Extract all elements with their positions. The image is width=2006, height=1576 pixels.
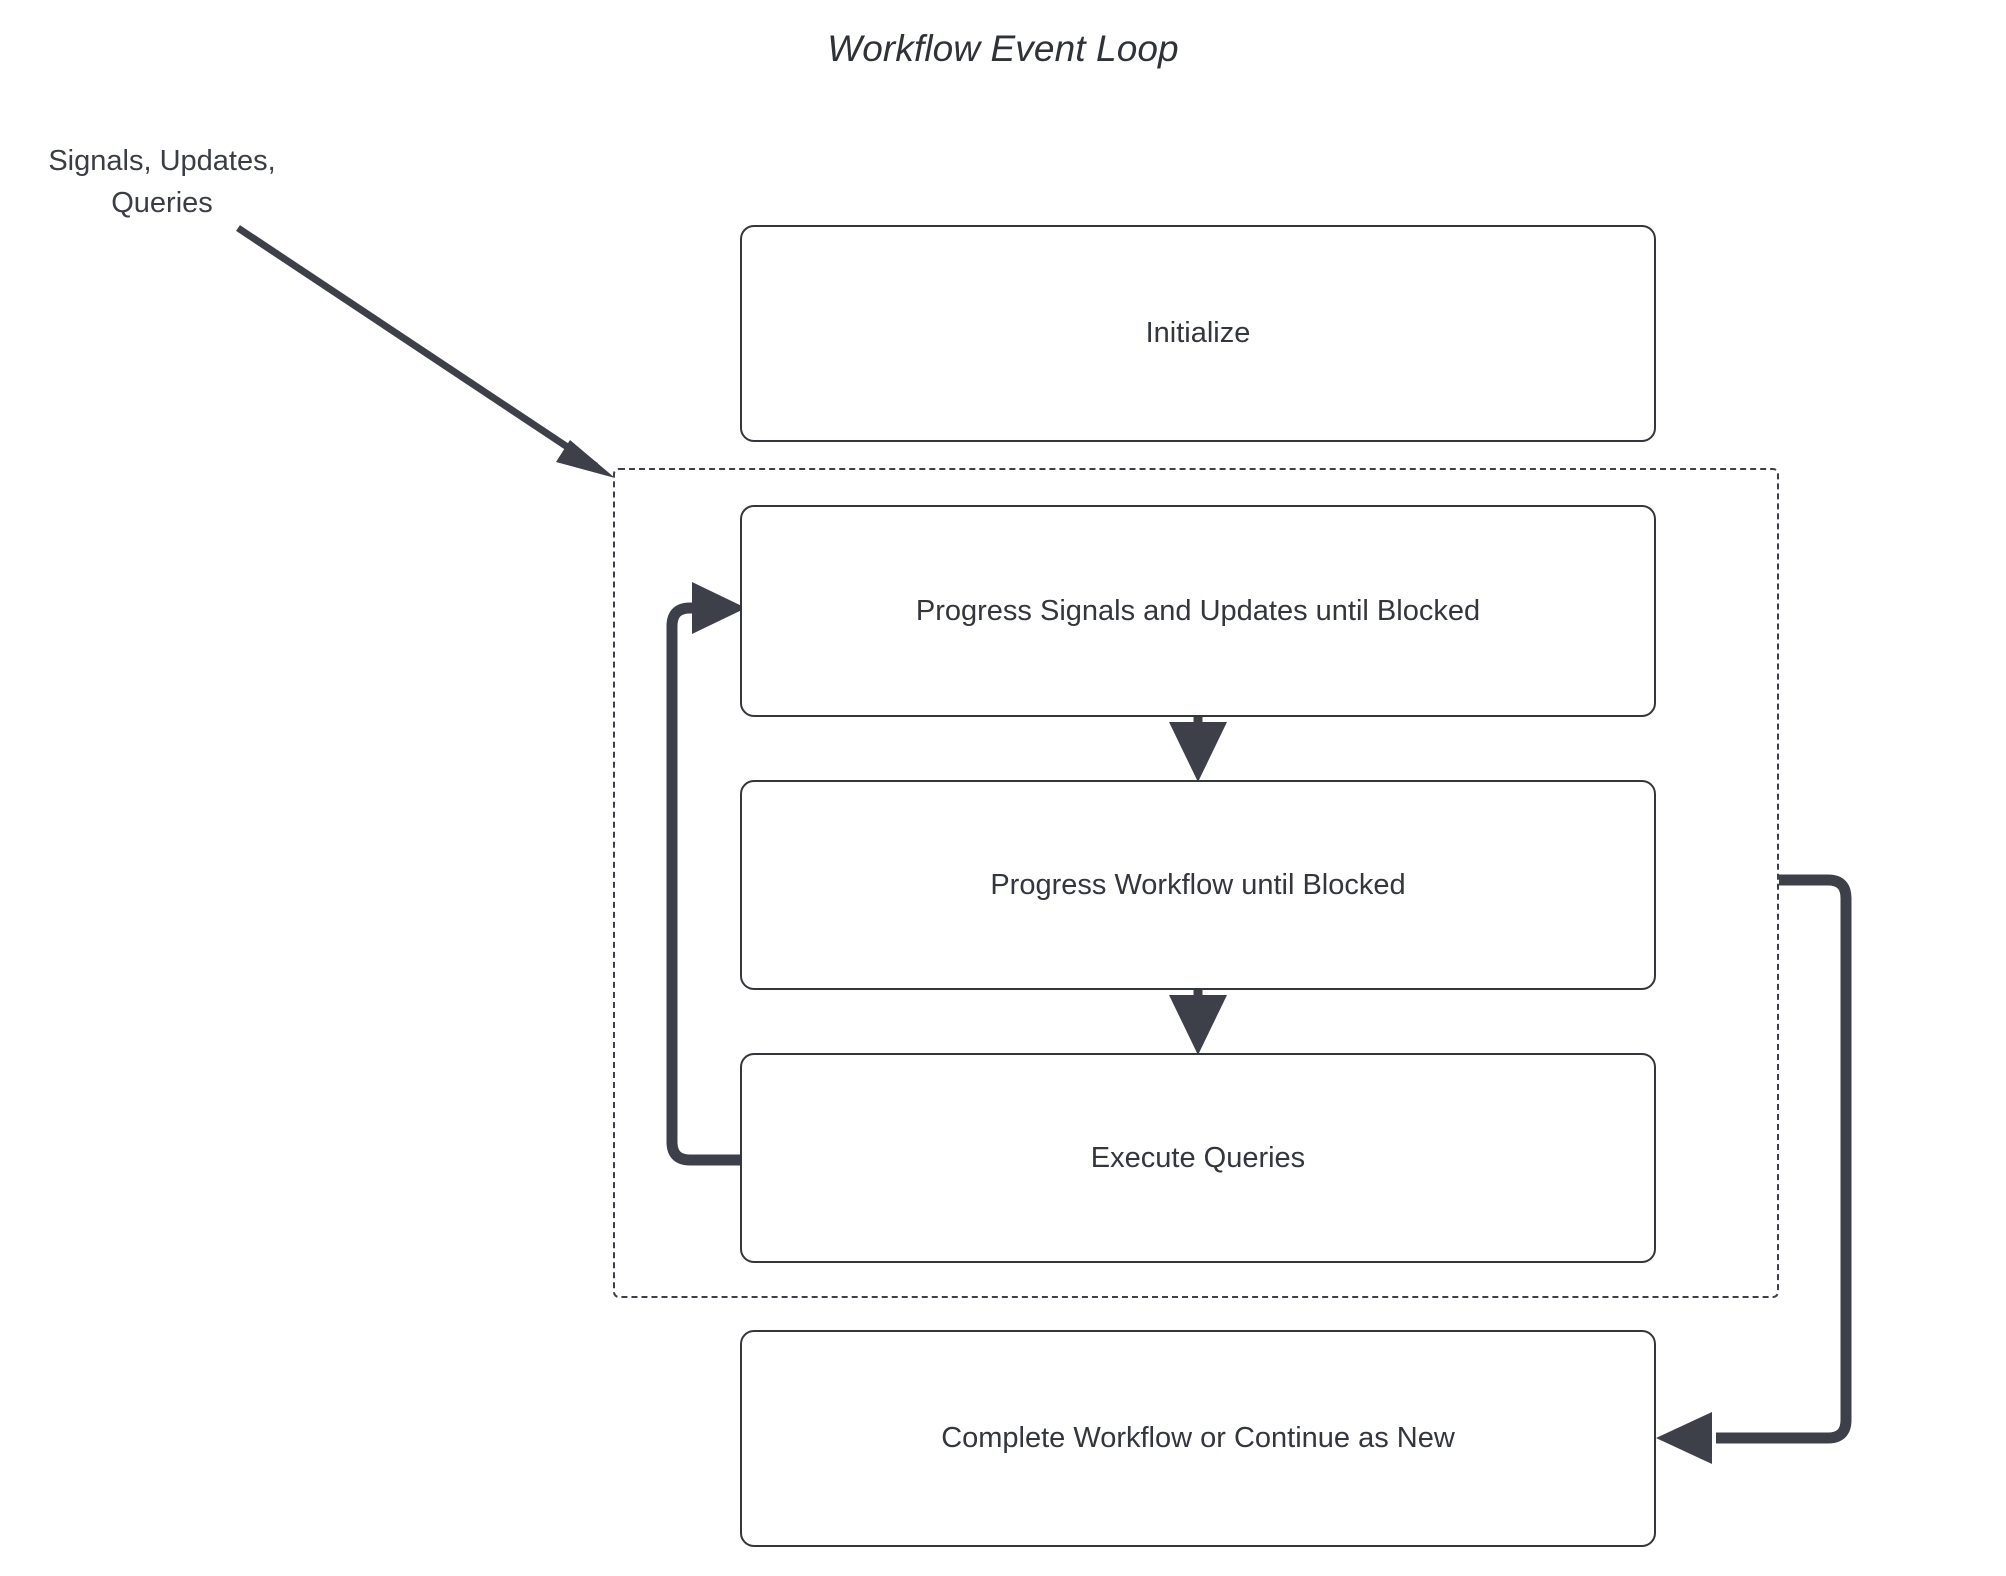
page-title: Workflow Event Loop (827, 28, 1179, 69)
node-complete-workflow-label: Complete Workflow or Continue as New (941, 1422, 1455, 1454)
node-progress-signals[interactable]: Progress Signals and Updates until Block… (740, 505, 1656, 717)
node-initialize[interactable]: Initialize (740, 225, 1656, 442)
node-execute-queries[interactable]: Execute Queries (740, 1053, 1656, 1263)
node-initialize-label: Initialize (1145, 317, 1251, 349)
input-edge-label: Signals, Updates, Queries (48, 145, 276, 219)
edge-input-to-group (236, 225, 615, 478)
node-progress-workflow[interactable]: Progress Workflow until Blocked (740, 780, 1656, 990)
node-progress-workflow-label: Progress Workflow until Blocked (990, 868, 1406, 901)
node-execute-queries-label: Execute Queries (1090, 1141, 1306, 1174)
node-complete-workflow[interactable]: Complete Workflow or Continue as New (740, 1330, 1656, 1547)
node-progress-signals-label: Progress Signals and Updates until Block… (915, 594, 1481, 627)
